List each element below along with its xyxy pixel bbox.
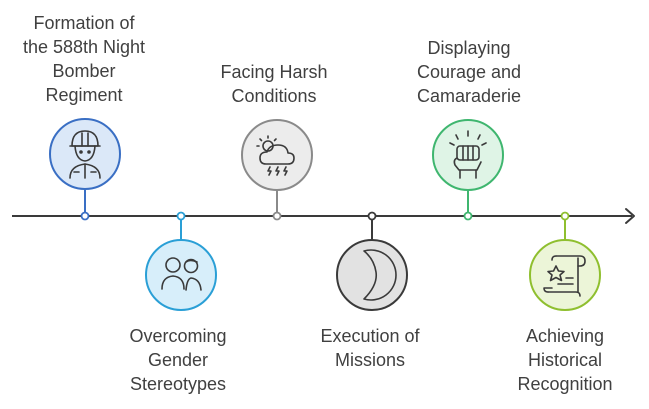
event-circle — [49, 118, 121, 190]
timeline-node — [560, 211, 570, 221]
pilot-icon — [69, 130, 101, 179]
event-circle — [145, 239, 217, 311]
timeline-node — [176, 211, 186, 221]
event-label-formation: Formation of the 588th Night Bomber Regi… — [22, 13, 146, 105]
fist-icon — [449, 130, 487, 179]
event-label-overcoming: Overcoming Gender Stereotypes — [129, 326, 227, 394]
timeline-node — [367, 211, 377, 221]
event-label-harsh-conditions: Facing Harsh Conditions — [220, 62, 328, 106]
timeline-event-formation — [49, 118, 121, 221]
timeline-node — [463, 211, 473, 221]
timeline-arrow-head — [625, 208, 635, 224]
crescent-moon-icon — [363, 249, 397, 301]
event-circle — [241, 119, 313, 191]
event-circle — [529, 239, 601, 311]
timeline-node — [80, 211, 90, 221]
event-label-recognition: Achieving Historical Recognition — [517, 326, 613, 394]
timeline-node — [272, 211, 282, 221]
event-label-courage: Displaying Courage and Camaraderie — [416, 38, 522, 106]
storm-icon — [256, 135, 295, 176]
timeline-event-recognition — [529, 211, 601, 311]
timeline-event-execution — [336, 211, 408, 311]
scroll-award-icon — [543, 255, 586, 297]
event-label-execution: Execution of Missions — [320, 326, 420, 370]
people-icon — [161, 257, 202, 291]
timeline-event-harsh-conditions — [241, 119, 313, 221]
timeline-event-courage — [432, 119, 504, 221]
timeline-event-overcoming — [145, 211, 217, 311]
